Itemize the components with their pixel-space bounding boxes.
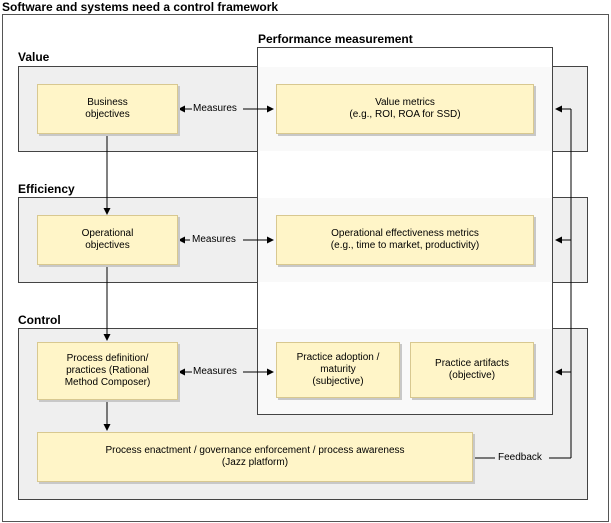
outer-frame — [2, 14, 609, 522]
box-process-definition: Process definition/ practices (Rational … — [37, 342, 178, 400]
box-practice-adoption: Practice adoption / maturity (subjective… — [276, 342, 400, 398]
box-operational-metrics: Operational effectiveness metrics (e.g.,… — [276, 215, 534, 265]
section-title-performance: Performance measurement — [258, 32, 413, 46]
box-operational-objectives: Operational objectives — [37, 215, 178, 265]
box-operational-objectives-label: Operational objectives — [81, 228, 134, 251]
box-value-metrics-label: Value metrics (e.g., ROI, ROA for SSD) — [349, 97, 461, 120]
box-process-definition-label: Process definition/ practices (Rational … — [64, 353, 151, 388]
label-measures-3: Measures — [193, 366, 237, 377]
section-title-value: Value — [18, 50, 50, 64]
box-value-metrics: Value metrics (e.g., ROI, ROA for SSD) — [276, 84, 534, 134]
box-practice-adoption-label: Practice adoption / maturity (subjective… — [296, 352, 380, 387]
box-process-enactment: Process enactment / governance enforceme… — [37, 432, 473, 482]
box-process-enactment-label: Process enactment / governance enforceme… — [105, 445, 405, 468]
box-practice-artifacts-label: Practice artifacts (objective) — [435, 358, 509, 381]
box-business-objectives-label: Business objectives — [85, 97, 130, 120]
box-practice-artifacts: Practice artifacts (objective) — [410, 342, 534, 398]
label-measures-1: Measures — [193, 103, 237, 114]
label-measures-2: Measures — [192, 234, 236, 245]
section-title-control: Control — [18, 313, 61, 327]
section-title-efficiency: Efficiency — [18, 182, 75, 196]
label-feedback: Feedback — [498, 452, 542, 463]
diagram-title: Software and systems need a control fram… — [2, 0, 279, 14]
box-business-objectives: Business objectives — [37, 84, 178, 134]
box-operational-metrics-label: Operational effectiveness metrics (e.g.,… — [330, 228, 480, 251]
